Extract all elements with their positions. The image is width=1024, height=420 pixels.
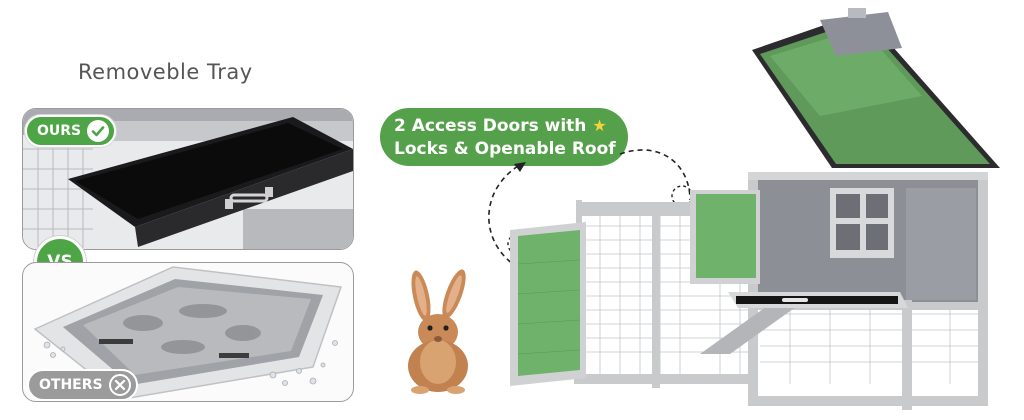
rabbit-illustration [408,269,468,394]
section-heading: Removeble Tray [78,60,253,84]
ours-label: OURS [37,123,82,139]
others-tray-panel [22,262,354,402]
close-icon [108,374,131,396]
callout-line-1: 2 Access Doors with [394,115,587,136]
ours-badge: OURS [25,115,117,147]
star-icon: ★ [592,115,607,135]
left-access-door [518,230,580,376]
callout-line-2: Locks & Openable Roof [394,138,616,159]
others-label: OTHERS [39,377,103,393]
rabbit-hutch-illustration [488,8,1000,410]
others-badge: OTHERS [27,369,138,401]
feature-callout: 2 Access Doors with ★ Locks & Openable R… [380,108,628,166]
door-arrow [488,165,527,273]
upper-access-door [696,194,756,278]
roof-arrow [619,149,691,201]
check-icon [87,120,110,142]
others-tray-illustration [33,266,343,400]
